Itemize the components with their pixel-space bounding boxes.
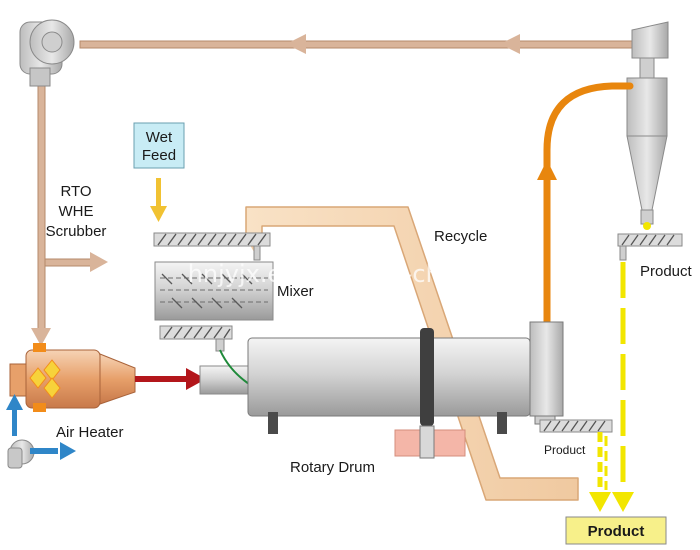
product-final-label: Product	[588, 523, 645, 540]
wet-feed-box: Wet Feed	[133, 122, 185, 169]
wet-feed-arrow	[150, 178, 167, 222]
mixer	[154, 261, 274, 321]
rotary-drum-label: Rotary Drum	[290, 459, 375, 476]
rto-label: RTO	[60, 183, 91, 200]
mixer-discharge-screw	[159, 325, 233, 352]
product-cyclone-label: Product	[640, 263, 693, 280]
watermark: hnjyjx.en.made-in-china.com	[188, 260, 537, 288]
scrubber-label: Scrubber	[46, 223, 107, 240]
whe-label: WHE	[59, 203, 94, 220]
air-heater	[9, 343, 136, 412]
rotary-drum	[247, 328, 531, 459]
cyclone-screw-conveyor	[617, 233, 683, 261]
product-flow-drum	[589, 432, 611, 512]
hot-air-line	[135, 368, 206, 390]
product-flow-cyclone	[612, 262, 634, 512]
cyclone	[626, 21, 669, 225]
flow-arrow-left-1	[286, 34, 306, 54]
flow-arrow-left-2	[500, 34, 520, 54]
cyclone-drop	[643, 222, 651, 230]
wet-feed-label-line1: Wet	[146, 129, 173, 146]
flow-arrow-down-heater	[31, 328, 51, 346]
drum-discharge-hood	[529, 321, 564, 425]
wet-feed-label-line2: Feed	[142, 147, 176, 164]
flame-icon	[29, 359, 61, 399]
combustion-air-fan	[6, 394, 76, 469]
drum-inlet-hood	[199, 365, 251, 395]
drum-exhaust-duct	[543, 82, 634, 326]
exhaust-fan	[19, 19, 75, 87]
recycle-label: Recycle	[434, 228, 487, 245]
air-heater-label: Air Heater	[56, 424, 124, 441]
product-bin: Product	[565, 516, 667, 545]
mixer-label: Mixer	[277, 283, 314, 300]
product-drum-label: Product	[544, 443, 586, 457]
flow-arrow-right-scrubber	[90, 252, 108, 272]
flow-arrow-up-orange	[537, 160, 557, 180]
feed-screw-conveyor	[153, 232, 271, 261]
product-screw-conveyor	[539, 419, 613, 433]
